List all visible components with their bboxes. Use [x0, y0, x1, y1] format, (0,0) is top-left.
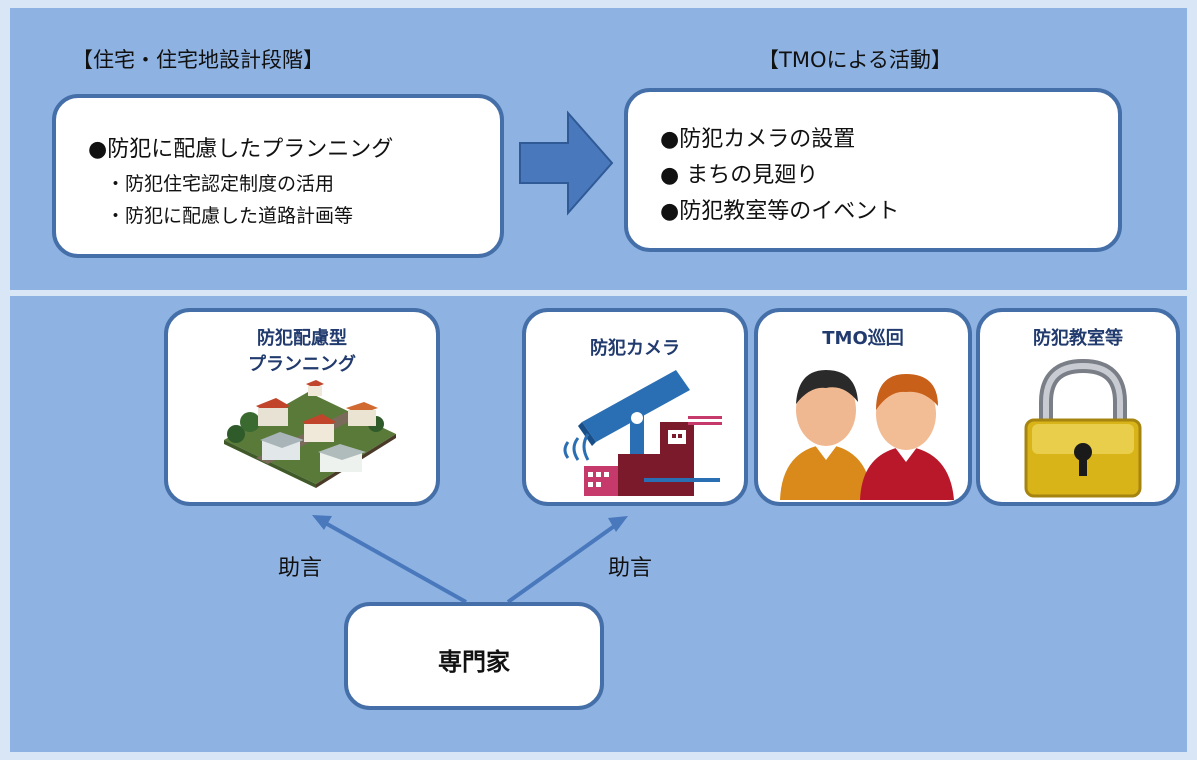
certification-item: ・防犯住宅認定制度の活用	[106, 173, 335, 195]
patrol-item: ● まちの見廻り	[660, 163, 819, 188]
right-arrow-icon	[519, 110, 614, 216]
design-stage-heading: 【住宅・住宅地設計段階】	[72, 48, 324, 72]
advice-arrowhead-right	[608, 516, 628, 532]
planning-item: ●防犯に配慮したプランニング	[88, 137, 394, 162]
patrol-card: TMO巡回	[754, 308, 972, 506]
classroom-card: 防犯教室等	[976, 308, 1180, 506]
road-plan-item: ・防犯に配慮した道路計画等	[106, 205, 354, 227]
planning-card-title-line1: 防犯配慮型	[257, 328, 347, 349]
tmo-activities-box: ●防犯カメラの設置 ● まちの見廻り ●防犯教室等のイベント	[624, 88, 1122, 252]
expert-label: 専門家	[438, 648, 510, 676]
people-icon	[780, 370, 954, 500]
advice-arrowhead-left	[312, 515, 332, 530]
design-measures-box: ●防犯に配慮したプランニング ・防犯住宅認定制度の活用 ・防犯に配慮した道路計画…	[52, 94, 504, 258]
camera-install-item: ●防犯カメラの設置	[660, 127, 856, 152]
planning-card-title-line2: プランニング	[248, 354, 356, 375]
advice-arrows	[312, 515, 628, 604]
security-camera-icon	[563, 370, 722, 496]
camera-card-title: 防犯カメラ	[590, 338, 680, 359]
advice-label-right: 助言	[608, 556, 653, 581]
camera-card: 防犯カメラ	[522, 308, 748, 506]
neighborhood-illustration-icon	[224, 380, 396, 488]
event-item: ●防犯教室等のイベント	[660, 199, 900, 224]
tmo-activity-heading: 【TMOによる活動】	[758, 48, 952, 72]
activity-panel: 【住宅・住宅地設計段階】 【TMOによる活動】 ●防犯に配慮したプランニング ・…	[10, 8, 1187, 290]
advice-arrow-right	[506, 520, 622, 604]
padlock-icon	[1024, 358, 1142, 498]
planning-card: 防犯配慮型 プランニング	[164, 308, 440, 506]
classroom-card-title: 防犯教室等	[1033, 328, 1123, 349]
patrol-card-title: TMO巡回	[822, 328, 904, 349]
measures-panel: 防犯配慮型 プランニング 防犯カメラ	[10, 296, 1187, 752]
advice-arrow-left	[319, 518, 467, 604]
advice-label-left: 助言	[278, 556, 323, 581]
expert-box: 専門家	[344, 602, 604, 710]
